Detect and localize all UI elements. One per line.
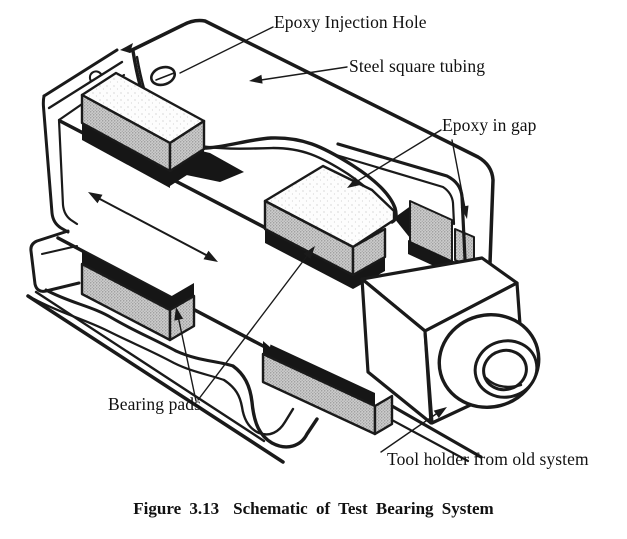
bearing-pad-upper-left: [80, 71, 244, 188]
steel-square-tubing-label: Steel square tubing: [349, 56, 486, 76]
epoxy-injection-hole-label: Epoxy Injection Hole: [274, 12, 427, 32]
bearing-pad-lower-middle: [261, 337, 394, 436]
epoxy-strip: [82, 123, 170, 188]
epoxy-strip: [82, 251, 170, 310]
leader-injection-hole: [179, 26, 274, 74]
motion-arrow: [88, 192, 218, 262]
tool-holder-block: [360, 256, 541, 425]
tube-bottom-plate: [26, 288, 483, 464]
figure-caption: Figure 3.13 Schematic of Test Bearing Sys…: [0, 499, 627, 519]
plate-corner-tick: [120, 43, 133, 53]
leader-lines: [174, 26, 469, 453]
epoxy-in-gap-label: Epoxy in gap: [442, 115, 537, 135]
figure-title: Schematic of Test Bearing System: [233, 499, 494, 518]
figure-number: Figure 3.13: [133, 499, 220, 518]
leader-steel-tubing: [249, 66, 348, 84]
tool-holder-label: Tool holder from old system: [387, 449, 589, 469]
cap-notch: [88, 70, 102, 82]
leader-bearing-pads-2: [197, 246, 315, 401]
leader-epoxy-gap-2: [451, 139, 469, 219]
epoxy-injection-hole: [149, 65, 177, 87]
bearing-pad-upper-middle: [263, 164, 396, 289]
tube-left-lower-cap: [29, 229, 81, 293]
epoxy-strip: [265, 229, 353, 289]
epoxy-strip: [263, 341, 375, 406]
tool-holder-boss: [437, 313, 541, 409]
leader-epoxy-gap-1: [347, 129, 442, 188]
leader-tool-holder: [380, 407, 447, 453]
bearing-pads-label: Bearing pads: [108, 394, 202, 414]
leader-bearing-pads-1: [174, 307, 197, 402]
plate-near-edge: [336, 142, 467, 261]
bearing-pad-lower-left: [80, 251, 196, 342]
